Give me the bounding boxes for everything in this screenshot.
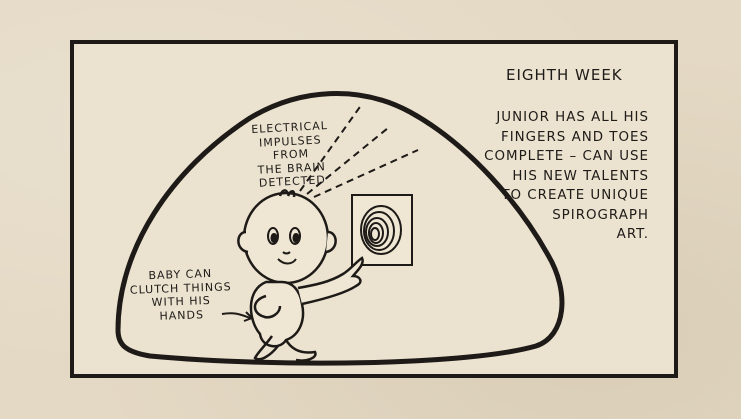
caption-line: COMPLETE – CAN USE xyxy=(484,149,649,164)
baby-figure xyxy=(237,189,364,362)
caption-line: JUNIOR HAS ALL HIS xyxy=(496,110,649,125)
clutch-arrow xyxy=(221,312,251,319)
brain-impulses-note: ELECTRICAL IMPULSES FROM THE BRAIN DETEC… xyxy=(234,118,347,191)
caption-line: TO CREATE UNIQUE xyxy=(501,188,649,203)
caption-line: HIS NEW TALENTS xyxy=(512,168,649,184)
baby-face xyxy=(267,227,301,265)
panel-caption: JUNIOR HAS ALL HIS FINGERS AND TOES COMP… xyxy=(429,108,649,245)
impulse-lines xyxy=(299,103,419,198)
caption-line: ART. xyxy=(616,227,649,242)
spirograph-art xyxy=(351,194,413,266)
panel-title: EIGHTH WEEK xyxy=(506,66,623,84)
womb-outline xyxy=(115,91,565,366)
caption-line: SPIROGRAPH xyxy=(552,207,649,223)
caption-line: FINGERS AND TOES xyxy=(501,129,649,145)
clutch-note: BABY CAN CLUTCH THINGS WITH HIS HANDS xyxy=(119,266,243,324)
